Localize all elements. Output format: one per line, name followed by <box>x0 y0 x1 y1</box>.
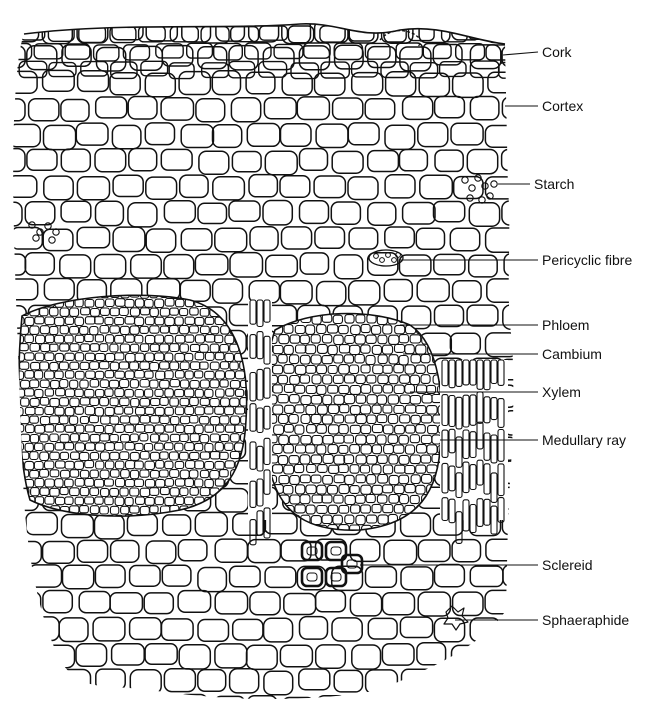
label-sclereid-text: Sclereid <box>542 557 593 573</box>
label-pericyclic-fibre-text: Pericyclic fibre <box>542 252 632 268</box>
label-starch: Starch <box>498 176 574 192</box>
left-vascular-bundle <box>0 280 265 533</box>
label-cortex: Cortex <box>505 98 583 114</box>
label-sphaeraphide: Sphaeraphide <box>455 612 629 628</box>
tissue-outline <box>24 24 505 44</box>
label-pericyclic-fibre: Pericyclic fibre <box>400 252 632 268</box>
label-phloem-text: Phloem <box>542 317 589 333</box>
label-phloem: Phloem <box>400 317 589 333</box>
label-medullary-ray-text: Medullary ray <box>542 432 626 448</box>
label-sclereid: Sclereid <box>360 557 593 573</box>
label-xylem-text: Xylem <box>542 384 581 400</box>
label-starch-text: Starch <box>534 176 574 192</box>
label-cortex-text: Cortex <box>542 98 583 114</box>
label-sphaeraphide-text: Sphaeraphide <box>542 612 629 628</box>
label-cambium-text: Cambium <box>542 346 602 362</box>
label-cork-text: Cork <box>542 44 573 60</box>
label-cork: Cork <box>503 44 573 60</box>
tissue-drawing <box>0 19 535 706</box>
